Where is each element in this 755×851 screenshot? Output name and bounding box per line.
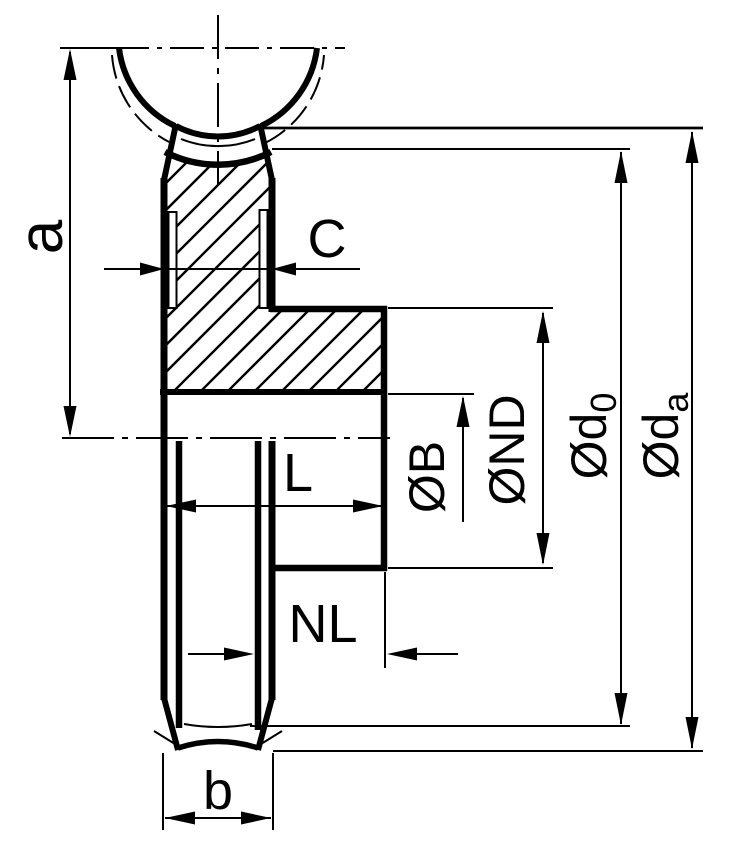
rim-groove-right [258,209,269,309]
throat-rim-arc-right [264,54,325,144]
rim-flank-left [161,123,179,181]
dimension-L: L [166,443,383,513]
bottom-chamfer-right [255,697,275,751]
hatch-line [0,80,107,480]
dimension-NL: NL [188,572,458,668]
hatch-line [164,150,386,392]
dimension-a: a [7,47,117,437]
hatch-line [164,150,189,392]
hatch-line [219,150,386,392]
hatch-line [164,150,378,392]
label-bore-diameter: ØB [399,441,455,513]
hatch-line [164,150,270,392]
hatch-line [164,150,243,392]
label-b: b [203,761,233,821]
arrowhead-up [614,151,628,183]
bottom-tick-left [153,730,176,745]
bottom-tick-right [260,730,283,745]
arrowhead-down [685,717,699,749]
pitch-circle-arc [180,138,256,148]
worm-root-arc [174,123,262,140]
wheel-throat-arc [163,149,273,168]
hatch-line [0,80,161,480]
arrowhead-left [166,499,196,513]
arrowhead-left [272,262,296,276]
label-outside-diameter-main: Ød [633,413,689,480]
label-outside-diameter-sub: a [655,392,696,413]
rim-groove-left [167,211,178,309]
dimension-outside-diameter: Øda [263,126,703,752]
arrowhead-right [140,262,164,276]
dimension-hub-diameter: ØND [388,307,553,569]
dimension-C: C [104,209,360,276]
dimension-b: b [162,753,274,830]
bottom-pitch-arc [183,723,253,728]
label-a: a [7,219,76,254]
label-pitch-diameter-sub: 0 [583,393,624,413]
label-NL: NL [288,594,357,654]
hatch-line [164,150,386,392]
bottom-chamfer-left [161,697,181,751]
rim-flank-right [257,123,275,181]
label-L: L [283,443,313,503]
label-C: C [308,209,347,269]
rim-grooves [167,209,269,309]
arrowhead-down [63,406,77,437]
bottom-throat-arc [177,738,259,751]
arrowhead-left [165,811,195,825]
label-pitch-diameter-main: Ød [561,413,617,480]
wheel-outline [153,123,388,751]
label-hub-diameter: ØND [479,394,535,505]
hatch-line [354,150,386,392]
arrowhead-up [685,131,699,163]
arrowhead-down [614,693,628,725]
worm-tip-arc-right [259,47,320,129]
arrowhead-up [456,396,470,427]
dimension-bore-diameter: ØB [388,393,474,522]
hatch-line [164,150,386,392]
arrowhead-down [536,533,550,565]
arrowhead-right [353,499,383,513]
label-pitch-diameter: Ød0 [561,393,624,480]
arrowhead-right [224,647,254,661]
arrowhead-left [387,647,417,661]
worm-tip-arc-left [116,47,177,129]
arrowhead-up [63,49,77,80]
throat-rim-arc-left [111,54,172,144]
label-outside-diameter: Øda [633,392,696,480]
arrowhead-up [536,311,550,343]
center-lines [60,15,390,439]
worm-profile [111,47,325,168]
hatch-line [164,150,386,392]
arrowhead-right [241,811,271,825]
dimension-pitch-diameter: Ød0 [250,148,630,727]
